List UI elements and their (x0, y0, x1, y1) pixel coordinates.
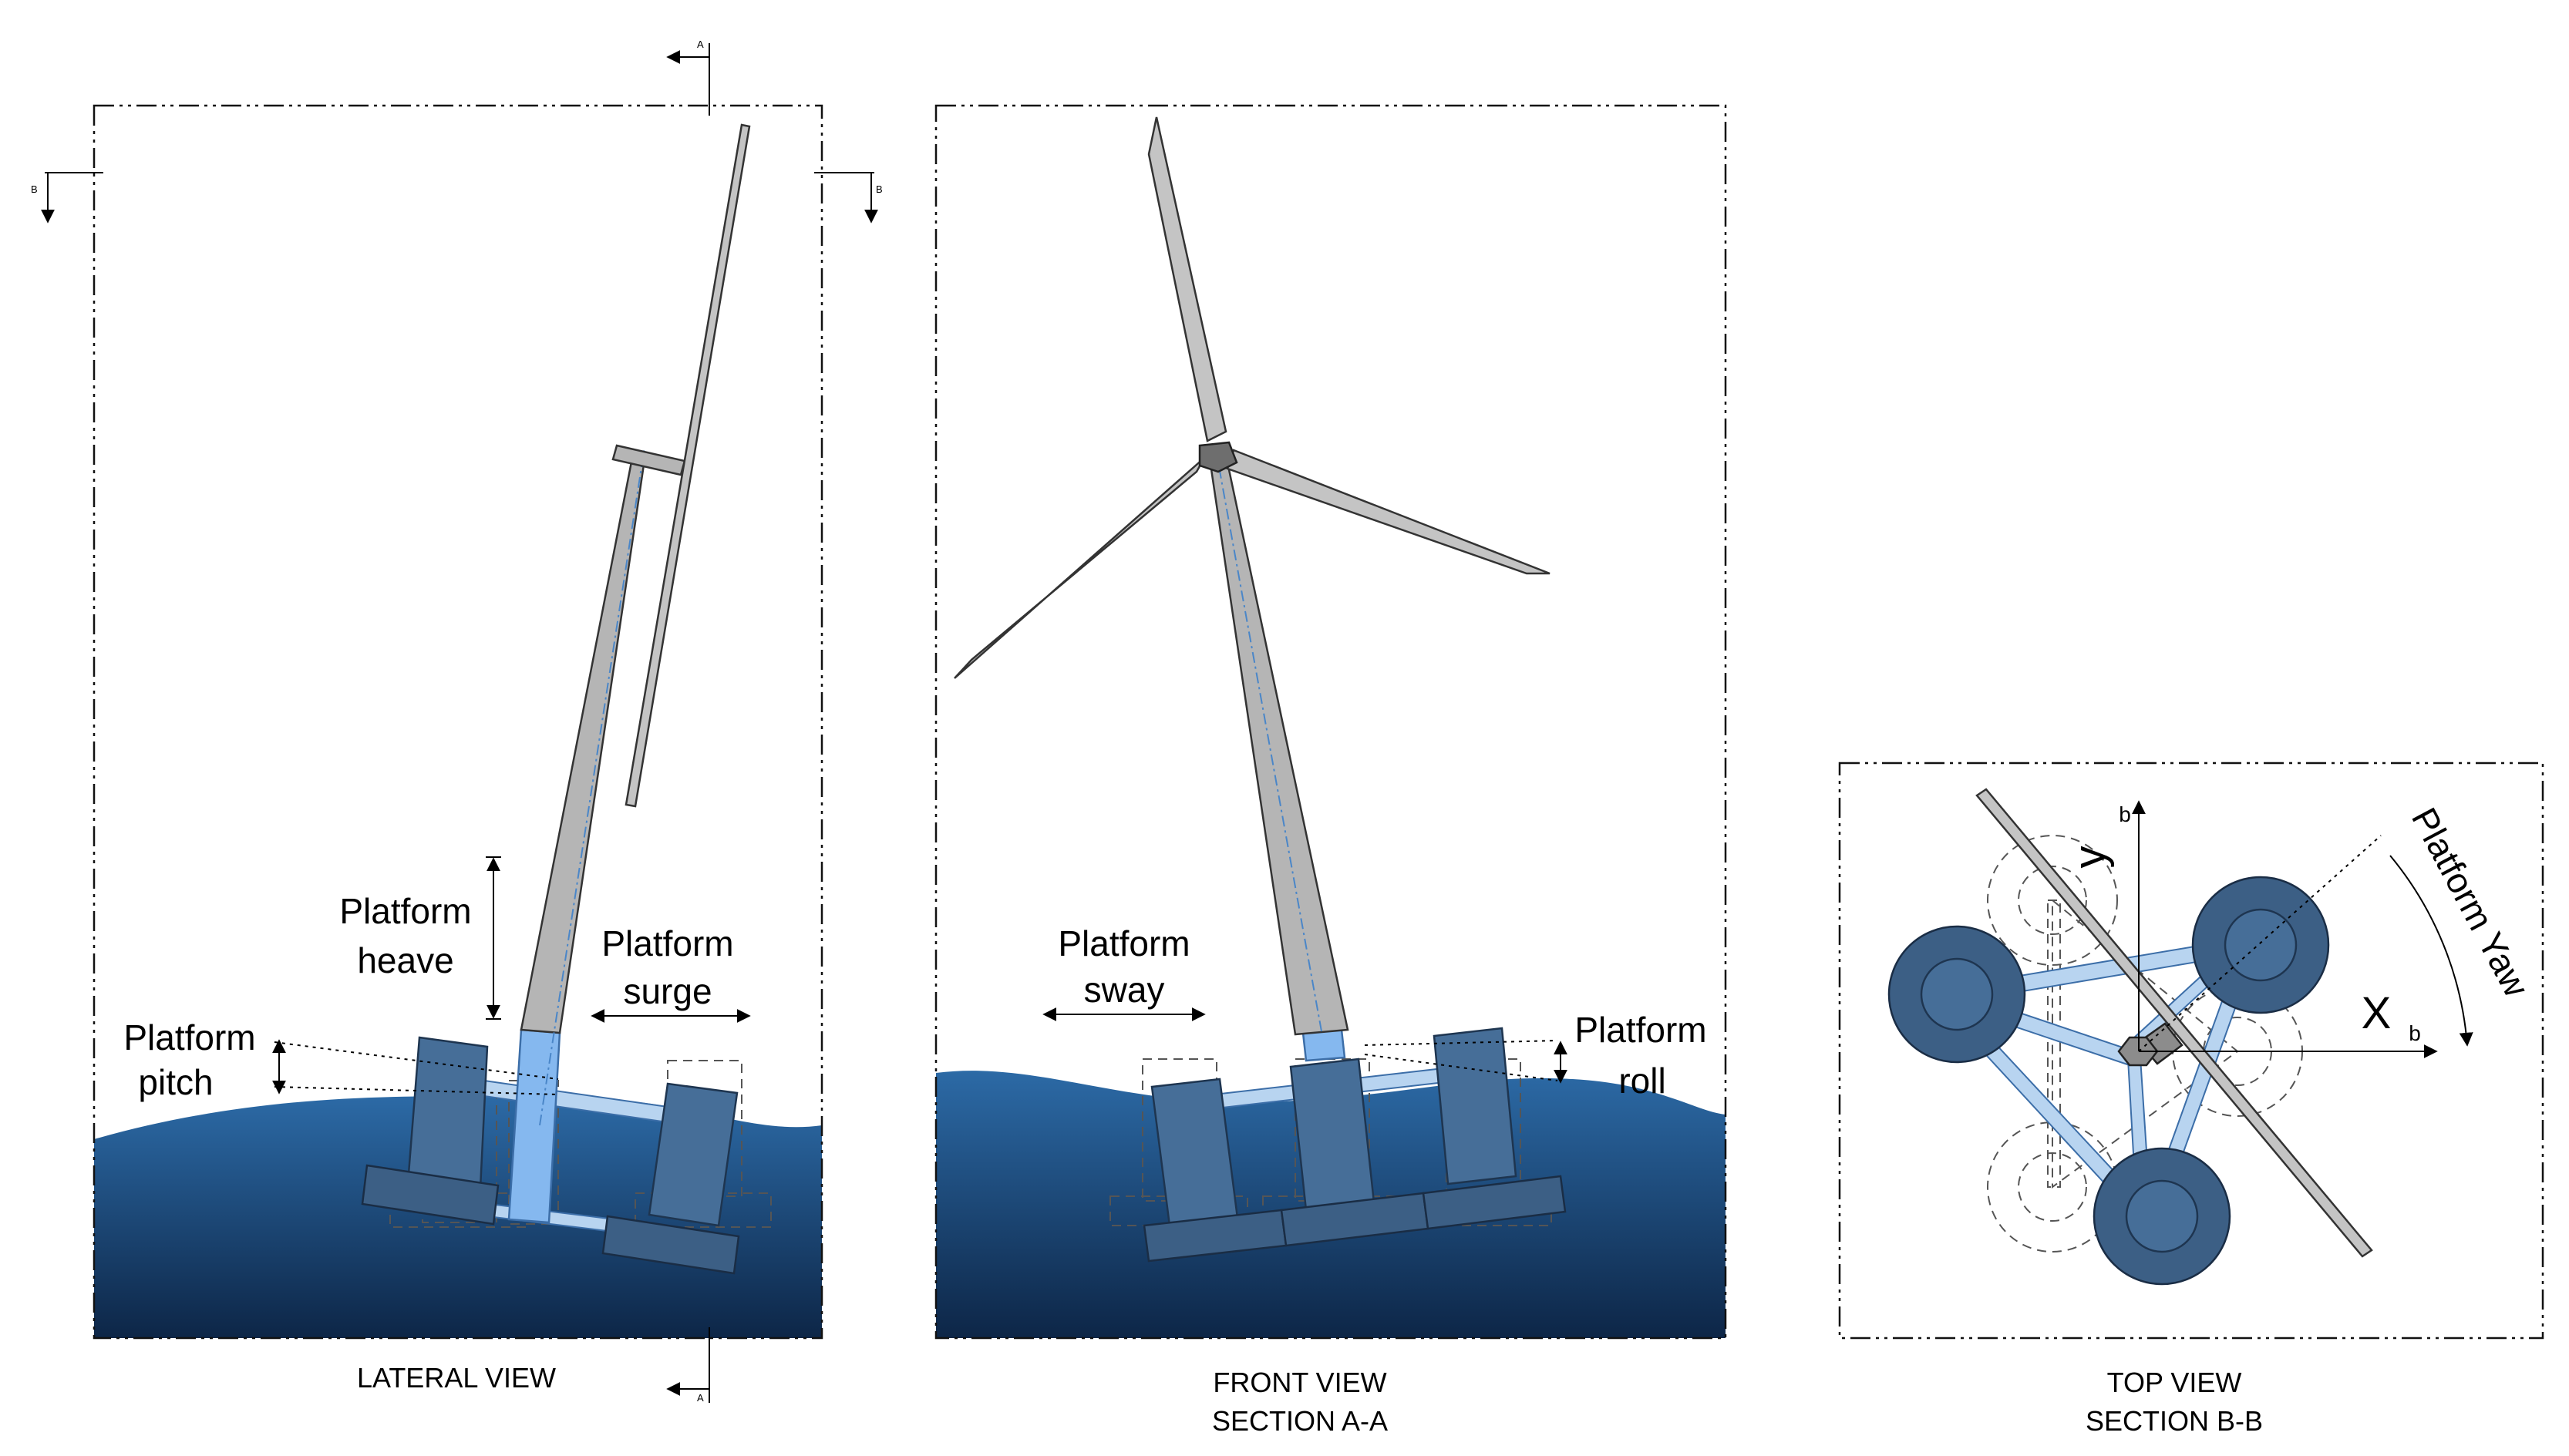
top-view-frame (1838, 762, 2544, 1340)
caption-front-view-1: FRONT VIEW (1213, 1367, 1386, 1398)
rotor-blade-right (1226, 449, 1550, 575)
label-platform-heave-1: Platform (339, 891, 471, 931)
leeward-heave-plate (601, 1215, 740, 1275)
caption-front-view-2: SECTION A-A (1212, 1405, 1388, 1437)
section-marker-b-right: B (814, 172, 883, 224)
caption-lateral-view: LATERAL VIEW (357, 1362, 556, 1394)
yaw-reference-line (2138, 835, 2382, 1052)
x-axis-label: X (2362, 988, 2392, 1038)
caption-top-view-2: SECTION B-B (2086, 1405, 2263, 1437)
svg-text:A: A (697, 39, 704, 50)
nacelle (611, 444, 686, 476)
front-right-column (1433, 1027, 1517, 1185)
front-tower-base (1301, 1028, 1346, 1062)
front-tower (1209, 461, 1349, 1036)
label-platform-surge-2: surge (623, 971, 712, 1011)
svg-text:B: B (876, 183, 883, 195)
section-marker-a-bottom: A (666, 1327, 710, 1404)
caption-top-view-1: TOP VIEW (2107, 1367, 2242, 1398)
label-platform-roll-2: roll (1618, 1061, 1665, 1101)
rotor-hub (1198, 441, 1238, 473)
y-axis-subscript: b (2119, 802, 2131, 826)
pitch-angle-indicator (272, 1039, 559, 1095)
y-axis-label: y (2065, 846, 2115, 869)
leeward-column (648, 1082, 739, 1227)
front-tower-centerline (1217, 462, 1322, 1032)
tower-centerline (539, 446, 645, 1126)
front-center-column (1289, 1058, 1375, 1212)
top-rotor-plane (1975, 788, 2373, 1258)
label-platform-surge-1: Platform (601, 923, 733, 963)
top-floater-left-column (1920, 957, 1994, 1031)
label-platform-pitch-1: Platform (123, 1017, 255, 1058)
front-right-heave-plate (1422, 1175, 1567, 1230)
front-tilted-platform (1143, 1027, 1567, 1263)
svg-text:B: B (31, 183, 38, 195)
x-axis-subscript: b (2409, 1021, 2421, 1045)
rotor-blade-side (625, 123, 751, 808)
lateral-view-frame (93, 104, 823, 1340)
label-platform-sway-1: Platform (1058, 923, 1190, 963)
top-floater-bottom-column (2125, 1179, 2199, 1253)
top-view: y b X b Platform Yaw TOP VIEW SECTION B-… (1838, 762, 2544, 1437)
heave-arrow (486, 856, 501, 1020)
label-platform-roll-1: Platform (1574, 1010, 1706, 1050)
label-platform-yaw: Platform Yaw (2404, 801, 2537, 1004)
rotor-blade-up (1147, 116, 1227, 442)
windward-heave-plate (361, 1164, 500, 1226)
section-marker-b-left: B (31, 172, 103, 224)
rotor-blade-left (954, 457, 1206, 679)
label-platform-sway-2: sway (1084, 970, 1165, 1010)
label-platform-pitch-2: pitch (138, 1062, 213, 1102)
yaw-arc-arrow (2389, 855, 2473, 1047)
top-floater-right-column (2224, 908, 2298, 982)
roll-angle-indicator (1364, 1040, 1567, 1084)
lateral-view: A A B B (31, 39, 883, 1404)
section-marker-a-top: A (666, 39, 710, 116)
label-platform-heave-2: heave (357, 940, 453, 980)
front-view: Platform sway Platform roll FRONT VIEW S… (934, 104, 1727, 1437)
front-view-frame (934, 104, 1727, 1340)
svg-text:A: A (697, 1392, 704, 1404)
